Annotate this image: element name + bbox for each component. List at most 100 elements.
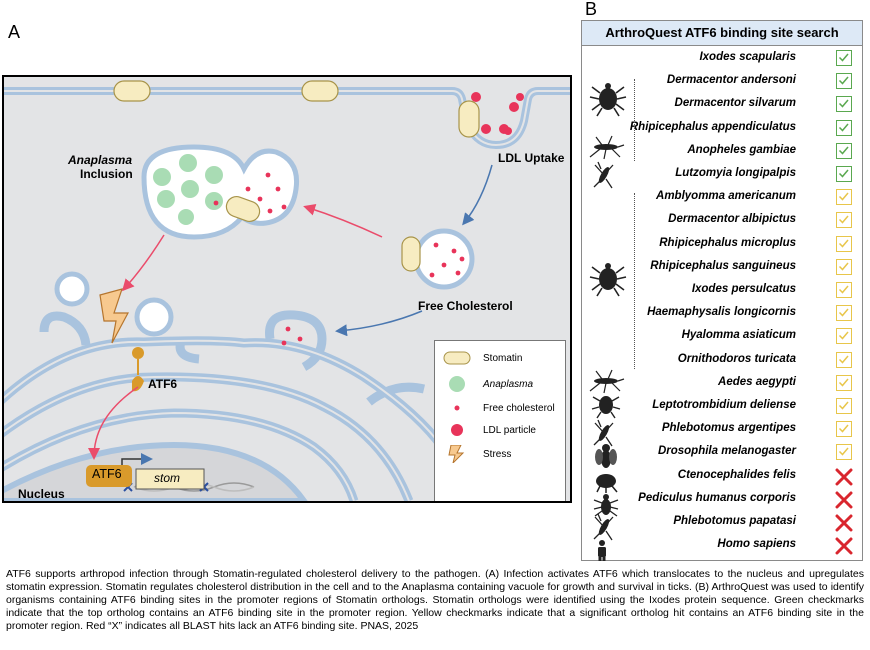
yellow-checkmark-icon — [836, 374, 852, 391]
red-x-icon — [835, 537, 853, 555]
stom-gene-box — [135, 468, 205, 490]
organism-name: Drosophila melanogaster — [657, 445, 796, 458]
cell-illustration — [4, 80, 570, 501]
er-cholesterol — [281, 326, 303, 346]
organism-row: Drosophila melanogaster — [582, 441, 862, 464]
green-checkmark-icon — [836, 119, 852, 136]
anaplasma-inclusion — [141, 144, 300, 240]
organism-name: Aedes aegypti — [718, 375, 796, 388]
anaplasma-icon — [449, 376, 465, 392]
sandfly-icon — [593, 161, 614, 189]
stomatin-membrane-2 — [301, 80, 339, 102]
organism-name: Dermacentor silvarum — [674, 97, 796, 110]
red-x-icon — [835, 514, 853, 532]
organism-name: Rhipicephalus sanguineus — [650, 259, 796, 272]
organism-row: Phlebotomus argentipes — [582, 418, 862, 441]
louse-icon — [593, 494, 619, 517]
fly-icon — [595, 444, 617, 468]
legend-label: Stomatin — [483, 353, 523, 364]
organism-name: Hyalomma asiaticum — [681, 329, 796, 342]
organism-row: Amblyomma americanum — [582, 186, 862, 209]
atf6-head — [132, 347, 144, 359]
ldl-particles — [471, 92, 524, 135]
legend-item-free-cholesterol: Free cholesterol — [443, 399, 563, 421]
organism-row: Ixodes persulcatus — [582, 279, 862, 302]
green-checkmark-icon — [836, 96, 852, 113]
panel-b-title: ArthroQuest ATF6 binding site search — [582, 21, 862, 46]
inclusion-label: Inclusion — [80, 167, 133, 181]
tick-icon — [589, 83, 627, 117]
sandfly-icon — [593, 513, 614, 541]
arrow-ldl-to-vesicle — [462, 164, 493, 226]
organism-row: Dermacentor andersoni — [582, 70, 862, 93]
organism-row: Anopheles gambiae — [582, 140, 862, 163]
panel-a-diagram: Anaplasma Inclusion LDL Uptake Free Chol… — [2, 75, 572, 503]
plasma-membrane — [4, 87, 570, 150]
legend-item-ldl: LDL particle — [443, 421, 563, 443]
organism-row: Rhipicephalus appendiculatus — [582, 117, 862, 140]
yellow-checkmark-icon — [836, 328, 852, 345]
free-cholesterol-vesicle — [401, 228, 475, 290]
flea-icon — [596, 474, 618, 493]
green-checkmark-icon — [836, 50, 852, 66]
sandfly-icon — [593, 419, 614, 447]
green-checkmark-icon — [836, 73, 852, 90]
panel-b-table: ArthroQuest ATF6 binding site search Ixo… — [581, 20, 863, 561]
legend-item-stress: Stress — [443, 445, 563, 467]
organism-name: Phlebotomus argentipes — [661, 422, 796, 435]
panel-a-letter: A — [8, 22, 21, 42]
mosquito-icon — [589, 369, 625, 394]
organism-name: Homo sapiens — [717, 538, 796, 551]
organism-name: Ornithodoros turicata — [677, 352, 796, 365]
organism-row: Haemaphysalis longicornis — [582, 302, 862, 325]
atf6-free — [132, 376, 144, 392]
organism-row: Rhipicephalus sanguineus — [582, 256, 862, 279]
organism-name: Dermacentor albipictus — [668, 213, 796, 226]
stomatin-membrane-1 — [113, 80, 151, 102]
mite-icon — [591, 396, 621, 419]
arrow-cholesterol-to-inclusion — [303, 203, 383, 238]
red-x-icon — [835, 468, 853, 486]
stomatin-pit — [458, 100, 480, 138]
yellow-checkmark-icon — [836, 235, 852, 252]
organism-name: Ixodes scapularis — [699, 51, 796, 63]
organism-row: Ctenocephalides felis — [582, 465, 862, 488]
human-icon — [598, 540, 606, 561]
organism-row: Dermacentor silvarum — [582, 93, 862, 116]
organism-name: Anopheles gambiae — [687, 143, 796, 156]
organism-name: Leptotrombidium deliense — [652, 399, 796, 411]
nucleus-label: Nucleus — [18, 487, 65, 501]
legend-label: LDL particle — [483, 425, 536, 436]
organism-row: Pediculus humanus corporis — [582, 488, 862, 511]
organism-name: Rhipicephalus appendiculatus — [629, 120, 796, 133]
yellow-checkmark-icon — [836, 258, 852, 275]
red-x-icon — [835, 491, 853, 509]
yellow-checkmark-icon — [836, 212, 852, 229]
organism-row: Lutzomyia longipalpis — [582, 163, 862, 186]
arrow-atf6-to-nucleus — [88, 386, 139, 460]
organism-row: Hyalomma asiaticum — [582, 325, 862, 348]
legend-label: Free cholesterol — [483, 403, 555, 414]
organism-row: Aedes aegypti — [582, 372, 862, 395]
cholesterol-dot-icon — [454, 405, 460, 411]
organism-row: Ornithodoros turicata — [582, 349, 862, 372]
green-checkmark-icon — [836, 142, 852, 159]
organism-icons — [589, 83, 627, 561]
organism-name: Amblyomma americanum — [656, 190, 796, 203]
panel-b-letter: B — [585, 0, 598, 19]
organism-name: Lutzomyia longipalpis — [675, 167, 796, 179]
legend-label: Stress — [483, 449, 512, 460]
group-divider-1 — [634, 79, 635, 161]
figure-caption: ATF6 supports arthropod infection throug… — [6, 568, 864, 632]
stress-bolt-icon — [448, 445, 465, 463]
stom-gene-label: stom — [154, 471, 181, 485]
legend: Stomatin Anaplasma Free cholesterol LDL … — [434, 340, 566, 501]
ldl-uptake-label: LDL Uptake — [498, 151, 565, 165]
organism-row: Phlebotomus papatasi — [582, 511, 862, 534]
organism-row: Rhipicephalus microplus — [582, 233, 862, 256]
yellow-checkmark-icon — [836, 351, 852, 368]
green-checkmark-icon — [836, 166, 852, 182]
mosquito-icon — [589, 135, 625, 160]
legend-item-stomatin: Stomatin — [443, 349, 563, 371]
organism-name: Phlebotomus papatasi — [673, 515, 796, 527]
